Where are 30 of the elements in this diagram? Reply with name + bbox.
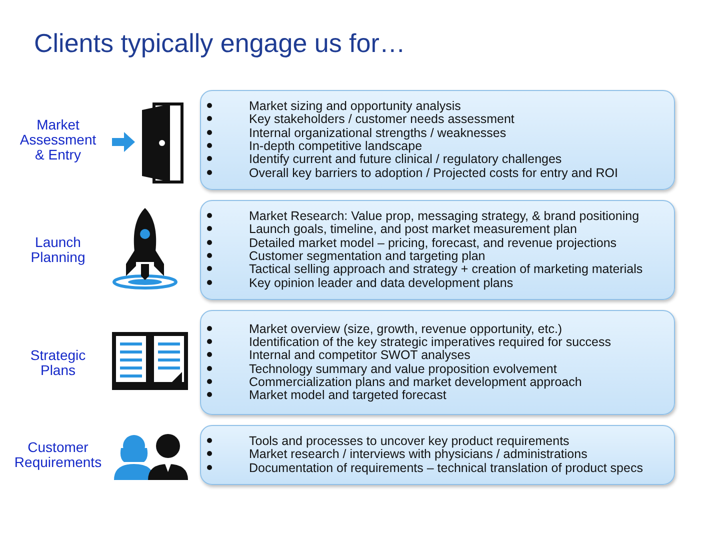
row-label: Launch Planning: [30, 235, 86, 265]
bullet-text: Market model and targeted forecast: [249, 389, 446, 402]
bullet-text: Market research / interviews with physicians / administrations: [249, 448, 588, 462]
bullet-text: Commercialization plans and market development approach: [249, 376, 582, 389]
bullet-text: Customer segmentation and targeting plan: [249, 250, 486, 264]
bullet-panel: [200, 90, 675, 190]
bullet-panel: [200, 200, 675, 300]
row-label: Customer Requirements: [13, 440, 103, 470]
bullet-text: Internal organizational strengths / weaknesses: [249, 126, 506, 140]
bullet-text: Launch goals, timeline, and post market measurement plan: [249, 223, 577, 237]
bullet-text: Market overview (size, growth, revenue opportunity, etc.): [249, 322, 562, 336]
bullet-text: Documentation of requirements – technical translation of product specs: [249, 462, 643, 475]
bullet-text: Tactical selling approach and strategy + creation of marketing materials: [249, 263, 643, 277]
bullet-text: Identification of the key strategic imperatives required for success: [249, 336, 611, 350]
bullet-text: Identify current and future clinical / regulatory challenges: [249, 153, 562, 167]
bullet-text: Internal and competitor SWOT analyses: [249, 349, 470, 362]
bullet-text: Overall key barriers to adoption / Projected costs for entry and ROI: [249, 166, 618, 180]
bullet-text: Key stakeholders / customer needs assessment: [249, 113, 514, 127]
bullet-text: Market sizing and opportunity analysis: [249, 100, 461, 114]
row-label: Strategic Plans: [29, 348, 87, 378]
bullet-panel: [200, 310, 675, 415]
row-label: Market Assessment & Entry: [18, 118, 98, 162]
bullet-text: Key opinion leader and data development plans: [249, 276, 514, 290]
bullet-text: Technology summary and value proposition evolvement: [249, 362, 557, 376]
bullet-panel: [200, 425, 675, 485]
bullet-text: In-depth competitive landscape: [249, 140, 422, 154]
bullet-text: Detailed market model – pricing, forecast, and revenue projections: [249, 236, 617, 250]
bullet-text: Tools and processes to uncover key product requirements: [249, 435, 570, 448]
bullet-text: Market Research: Value prop, messaging strategy, & brand positioning: [249, 210, 640, 224]
slide-title: Clients typically engage us for…: [34, 28, 406, 59]
